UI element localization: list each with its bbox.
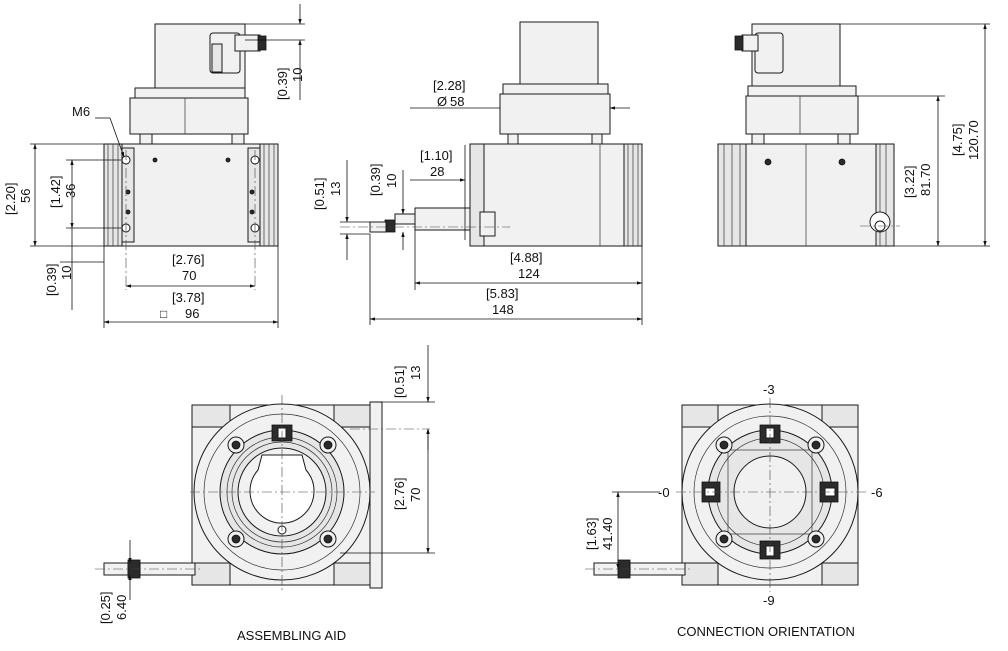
dim-top-10-in: [0.39]: [275, 67, 290, 100]
dim-36-in: [1.42]: [48, 175, 63, 208]
foot-right: [231, 133, 245, 145]
dim-28-mm: 28: [430, 164, 444, 179]
dim-10-in: [0.39]: [368, 163, 383, 196]
orientation-left: -0: [658, 485, 670, 500]
dim-13-mm: 13: [328, 182, 343, 196]
dim-70-in: [2.76]: [392, 477, 407, 510]
dim-6-in: [0.25]: [98, 591, 113, 624]
dim-96-mm: 96: [185, 306, 199, 321]
dim-41-mm: 41.40: [600, 517, 615, 550]
side-plate: [369, 401, 383, 589]
dim-13-mm: 13: [408, 366, 423, 380]
dim-10-mm: 10: [384, 174, 399, 188]
dim-top-10-mm: 10: [290, 68, 305, 82]
collar-bottom: [129, 97, 249, 135]
dim-bottom-10-mm: 10: [59, 266, 74, 280]
dim-70-mm: 70: [408, 488, 423, 502]
collar: [499, 93, 611, 135]
dim-13-in: [0.51]: [392, 365, 407, 398]
main-body: [469, 143, 643, 247]
front-view: M6 [0.39] 10 [2.20] 56 [1.42] 36 [0.39] …: [3, 4, 305, 328]
orientation-bottom: -9: [763, 593, 775, 608]
orientation-top: -3: [763, 382, 775, 397]
dim-13-in: [0.51]: [312, 177, 327, 210]
dim-dia-in: [2.28]: [433, 78, 466, 93]
dim-120-mm: 120.70: [966, 120, 981, 160]
screw: [807, 436, 825, 454]
dim-124-mm: 124: [518, 266, 540, 281]
dim-120-in: [4.75]: [950, 123, 965, 156]
dia-symbol: Ø: [437, 94, 447, 109]
connector-plug: [234, 34, 261, 52]
dim-70-mm: 70: [182, 268, 196, 283]
dim-dia-mm: 58: [450, 94, 464, 109]
screw: [227, 530, 245, 548]
dim-81-mm: 81.70: [918, 163, 933, 196]
right-view: [3.22] 81.70 [4.75] 120.70: [717, 23, 990, 247]
square-symbol: □: [160, 307, 167, 321]
dim-36-mm: 36: [63, 184, 78, 198]
dim-28-in: [1.10]: [420, 148, 453, 163]
screw: [807, 530, 825, 548]
orientation-right: -6: [871, 485, 883, 500]
connector-housing: [519, 21, 599, 85]
connector-cable: [211, 43, 223, 73]
collar: [745, 95, 859, 135]
dim-124-in: [4.88]: [510, 250, 543, 265]
connection-orientation-caption: CONNECTION ORIENTATION: [677, 624, 855, 639]
collar-top: [134, 87, 246, 99]
dim-6-mm: 6.40: [114, 595, 129, 620]
orientation-view: -3 -0 -6 -9 [1.63] 41.40 CONNECTION ORIE…: [584, 382, 883, 639]
dim-148-in: [5.83]: [486, 286, 519, 301]
thread-label: M6: [72, 104, 90, 119]
dim-70-in: [2.76]: [172, 252, 205, 267]
assembly-view: [0.51] 13 [2.76] 70 [0.25] 6.40 ASSEMBLI…: [95, 345, 435, 643]
dim-81-in: [3.22]: [902, 165, 917, 198]
connector-nut: [257, 35, 267, 51]
dim-96-in: [3.78]: [172, 290, 205, 305]
dim-bottom-10-in: [0.39]: [44, 263, 59, 296]
dim-148-mm: 148: [492, 302, 514, 317]
screw: [319, 436, 337, 454]
foot-left: [139, 133, 153, 145]
screw: [227, 436, 245, 454]
screw: [715, 436, 733, 454]
dim-41-in: [1.63]: [584, 517, 599, 550]
screw: [319, 530, 337, 548]
dim-56-in: [2.20]: [3, 182, 18, 215]
side-view: [2.28] Ø 58 [1.10] 28 [0.51] 13 [0.39] 1…: [312, 21, 643, 325]
dim-56-mm: 56: [18, 189, 33, 203]
assembling-aid-caption: ASSEMBLING AID: [237, 628, 346, 643]
screw: [715, 530, 733, 548]
